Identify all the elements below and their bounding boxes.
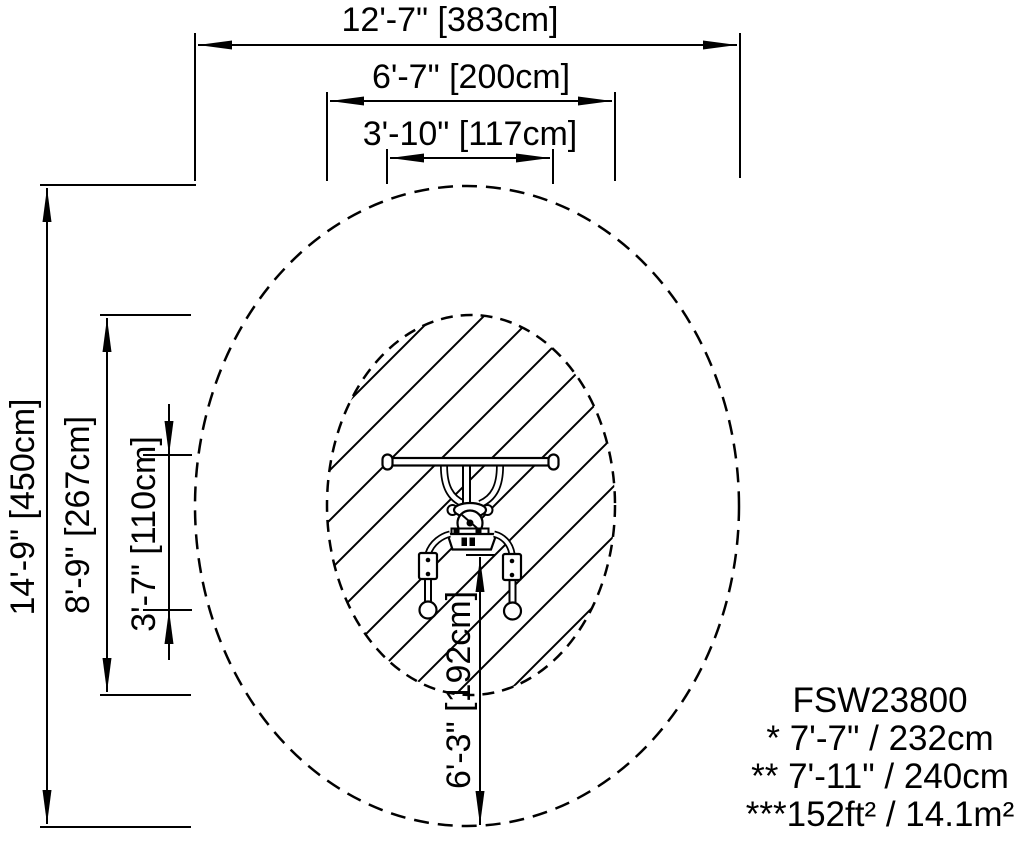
legend-note-1: * 7'-7" / 232cm	[766, 719, 993, 758]
dim-equip-width: 3'-10" [117cm]	[363, 115, 577, 184]
arrowhead-left	[390, 153, 424, 163]
dim-label-equip-width: 3'-10" [117cm]	[363, 115, 577, 153]
right-handle-top-bolt	[509, 558, 515, 564]
arrowhead-top	[42, 188, 52, 222]
arrowhead-down	[475, 791, 485, 825]
dim-label-zone-width: 6'-7" [200cm]	[372, 58, 570, 96]
dim-label-equip-depth: 3'-7" [110cm]	[125, 436, 163, 632]
dim-overall-width: 12'-7" [383cm]	[194, 1, 741, 181]
arrowhead-up	[164, 610, 174, 644]
plate-left-bolt	[453, 528, 460, 535]
plate-right-bolt	[475, 528, 482, 535]
top-bar	[387, 456, 553, 467]
arrowhead-up	[475, 558, 485, 592]
right-frame-tube-core	[479, 465, 503, 507]
pivot-hub-center-dot	[466, 519, 474, 527]
arrowhead-bottom	[42, 790, 52, 824]
top-bar-right-cap	[547, 453, 560, 471]
right-end-ball	[502, 601, 523, 621]
top-bar-left-cap	[381, 453, 394, 471]
arrowhead-left	[198, 40, 232, 50]
arrowhead-top	[102, 318, 112, 352]
legend-note-3: ***152ft² / 14.1m²	[746, 795, 1014, 834]
swing-equipment-top-view	[381, 453, 560, 621]
seat-mark-right	[469, 537, 475, 546]
right-arm-core	[493, 532, 514, 555]
dim-label-offset: 6'-3" [192cm]	[440, 591, 478, 789]
left-handle-top-bolt	[425, 557, 431, 563]
arrowhead-right	[578, 96, 612, 106]
left-handle-block	[417, 551, 439, 581]
left-arm-core	[426, 532, 451, 555]
left-end-ball	[418, 600, 438, 620]
left-frame-tube-core	[441, 465, 465, 507]
use-zone-boundary-dashed	[325, 313, 617, 697]
arrowhead-left	[330, 96, 364, 106]
safety-zone-boundary-dashed	[193, 184, 741, 828]
left-handle-bottom-bolt	[425, 571, 431, 577]
arrowhead-right	[703, 40, 737, 50]
dim-zone-width: 6'-7" [200cm]	[326, 58, 616, 181]
right-handle-bottom-bolt	[509, 572, 515, 578]
arrowhead-bottom	[102, 658, 112, 692]
dim-offset-to-edge: 6'-3" [192cm]	[440, 554, 495, 825]
right-handle-block	[501, 552, 523, 582]
dim-label-overall-depth: 14'-9" [450cm]	[4, 399, 42, 616]
model-number: FSW23800	[792, 681, 967, 720]
dim-label-overall-width: 12'-7" [383cm]	[342, 1, 559, 39]
legend-note-2: ** 7'-11" / 240cm	[751, 757, 1009, 796]
dim-equip-depth: 3'-7" [110cm]	[125, 404, 192, 660]
seat-mark-left	[461, 537, 467, 546]
dim-overall-depth: 14'-9" [450cm]	[4, 184, 196, 828]
arrowhead-right	[516, 153, 550, 163]
dim-zone-depth: 8'-9" [267cm]	[59, 314, 191, 696]
dim-label-zone-depth: 8'-9" [267cm]	[59, 416, 97, 614]
legend-block: FSW23800 * 7'-7" / 232cm ** 7'-11" / 240…	[746, 681, 1014, 834]
arrowhead-down	[164, 421, 174, 455]
